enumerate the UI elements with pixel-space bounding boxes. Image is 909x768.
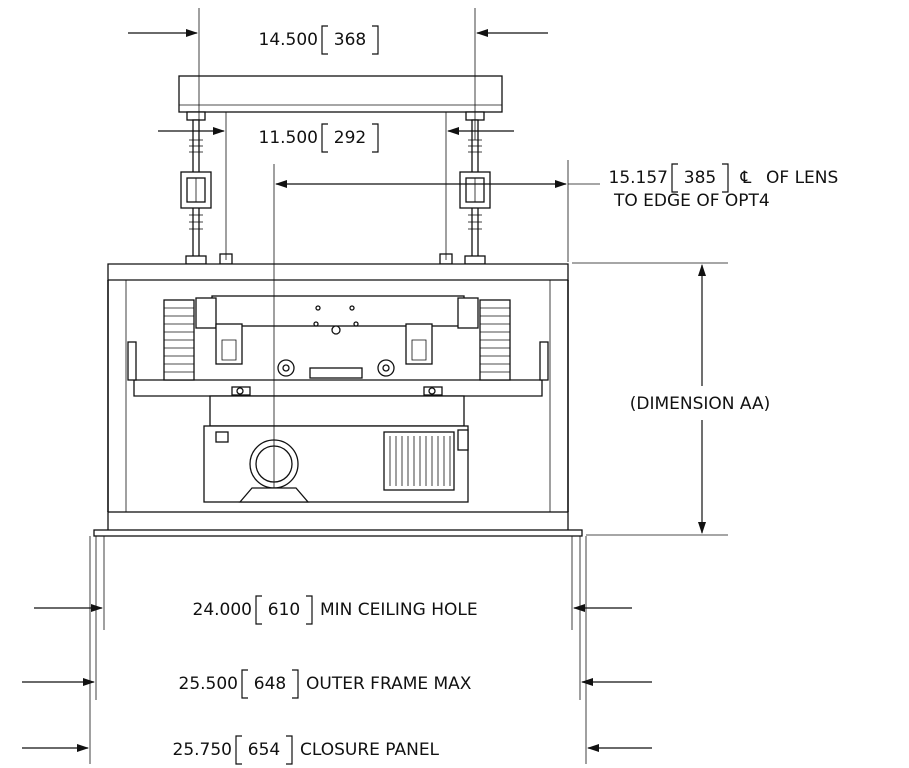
dim-ceiling-hole-metric: 610 xyxy=(268,600,300,620)
right-springs xyxy=(479,299,549,381)
dim-ceiling-hole-note: MIN CEILING HOLE xyxy=(320,600,478,620)
dim-height-aa: (DIMENSION AA) xyxy=(572,262,771,536)
top-mounting-plate xyxy=(178,75,503,113)
dim-inner-width-metric: 292 xyxy=(334,128,366,148)
dim-outer-frame-note: OUTER FRAME MAX xyxy=(306,674,472,694)
dim-top-width-label: 14.500 xyxy=(259,30,318,50)
dim-inner-width-label: 11.500 xyxy=(259,128,318,148)
bottom-extension-lines xyxy=(89,536,587,764)
dim-lens-offset-label: 15.157 xyxy=(609,168,668,188)
dim-lens-offset: 15.157 385 ℄ OF LENS TO EDGE OF OPT4 xyxy=(273,160,838,488)
dim-closure-panel-metric: 654 xyxy=(248,740,280,760)
dim-closure-panel-label: 25.750 xyxy=(173,740,232,760)
dim-outer-frame: 25.500 648 OUTER FRAME MAX xyxy=(22,669,652,699)
dim-ceiling-hole: 24.000 610 MIN CEILING HOLE xyxy=(34,595,632,625)
dim-top-width-metric: 368 xyxy=(334,30,366,50)
projector xyxy=(203,425,469,503)
dim-closure-panel-note: CLOSURE PANEL xyxy=(300,740,440,760)
dim-lens-offset-note-1: OF LENS xyxy=(766,168,838,188)
left-support-rod xyxy=(180,111,212,265)
right-support-rod xyxy=(459,111,491,265)
dim-lens-offset-note-2: TO EDGE OF OPT4 xyxy=(613,191,770,211)
dim-ceiling-hole-label: 24.000 xyxy=(193,600,252,620)
dim-top-width: 14.500 368 xyxy=(128,8,548,140)
dim-closure-panel: 25.750 654 CLOSURE PANEL xyxy=(22,735,652,765)
dim-lens-offset-metric: 385 xyxy=(684,168,716,188)
left-springs xyxy=(127,299,195,381)
dim-outer-frame-metric: 648 xyxy=(254,674,286,694)
lift-mechanism xyxy=(133,295,543,427)
lift-housing xyxy=(93,263,583,537)
dim-outer-frame-label: 25.500 xyxy=(179,674,238,694)
centerline-symbol: ℄ xyxy=(740,168,752,188)
inner-bolts xyxy=(219,253,453,265)
dim-height-aa-label: (DIMENSION AA) xyxy=(630,394,771,414)
dim-inner-width: 11.500 292 xyxy=(158,112,514,260)
